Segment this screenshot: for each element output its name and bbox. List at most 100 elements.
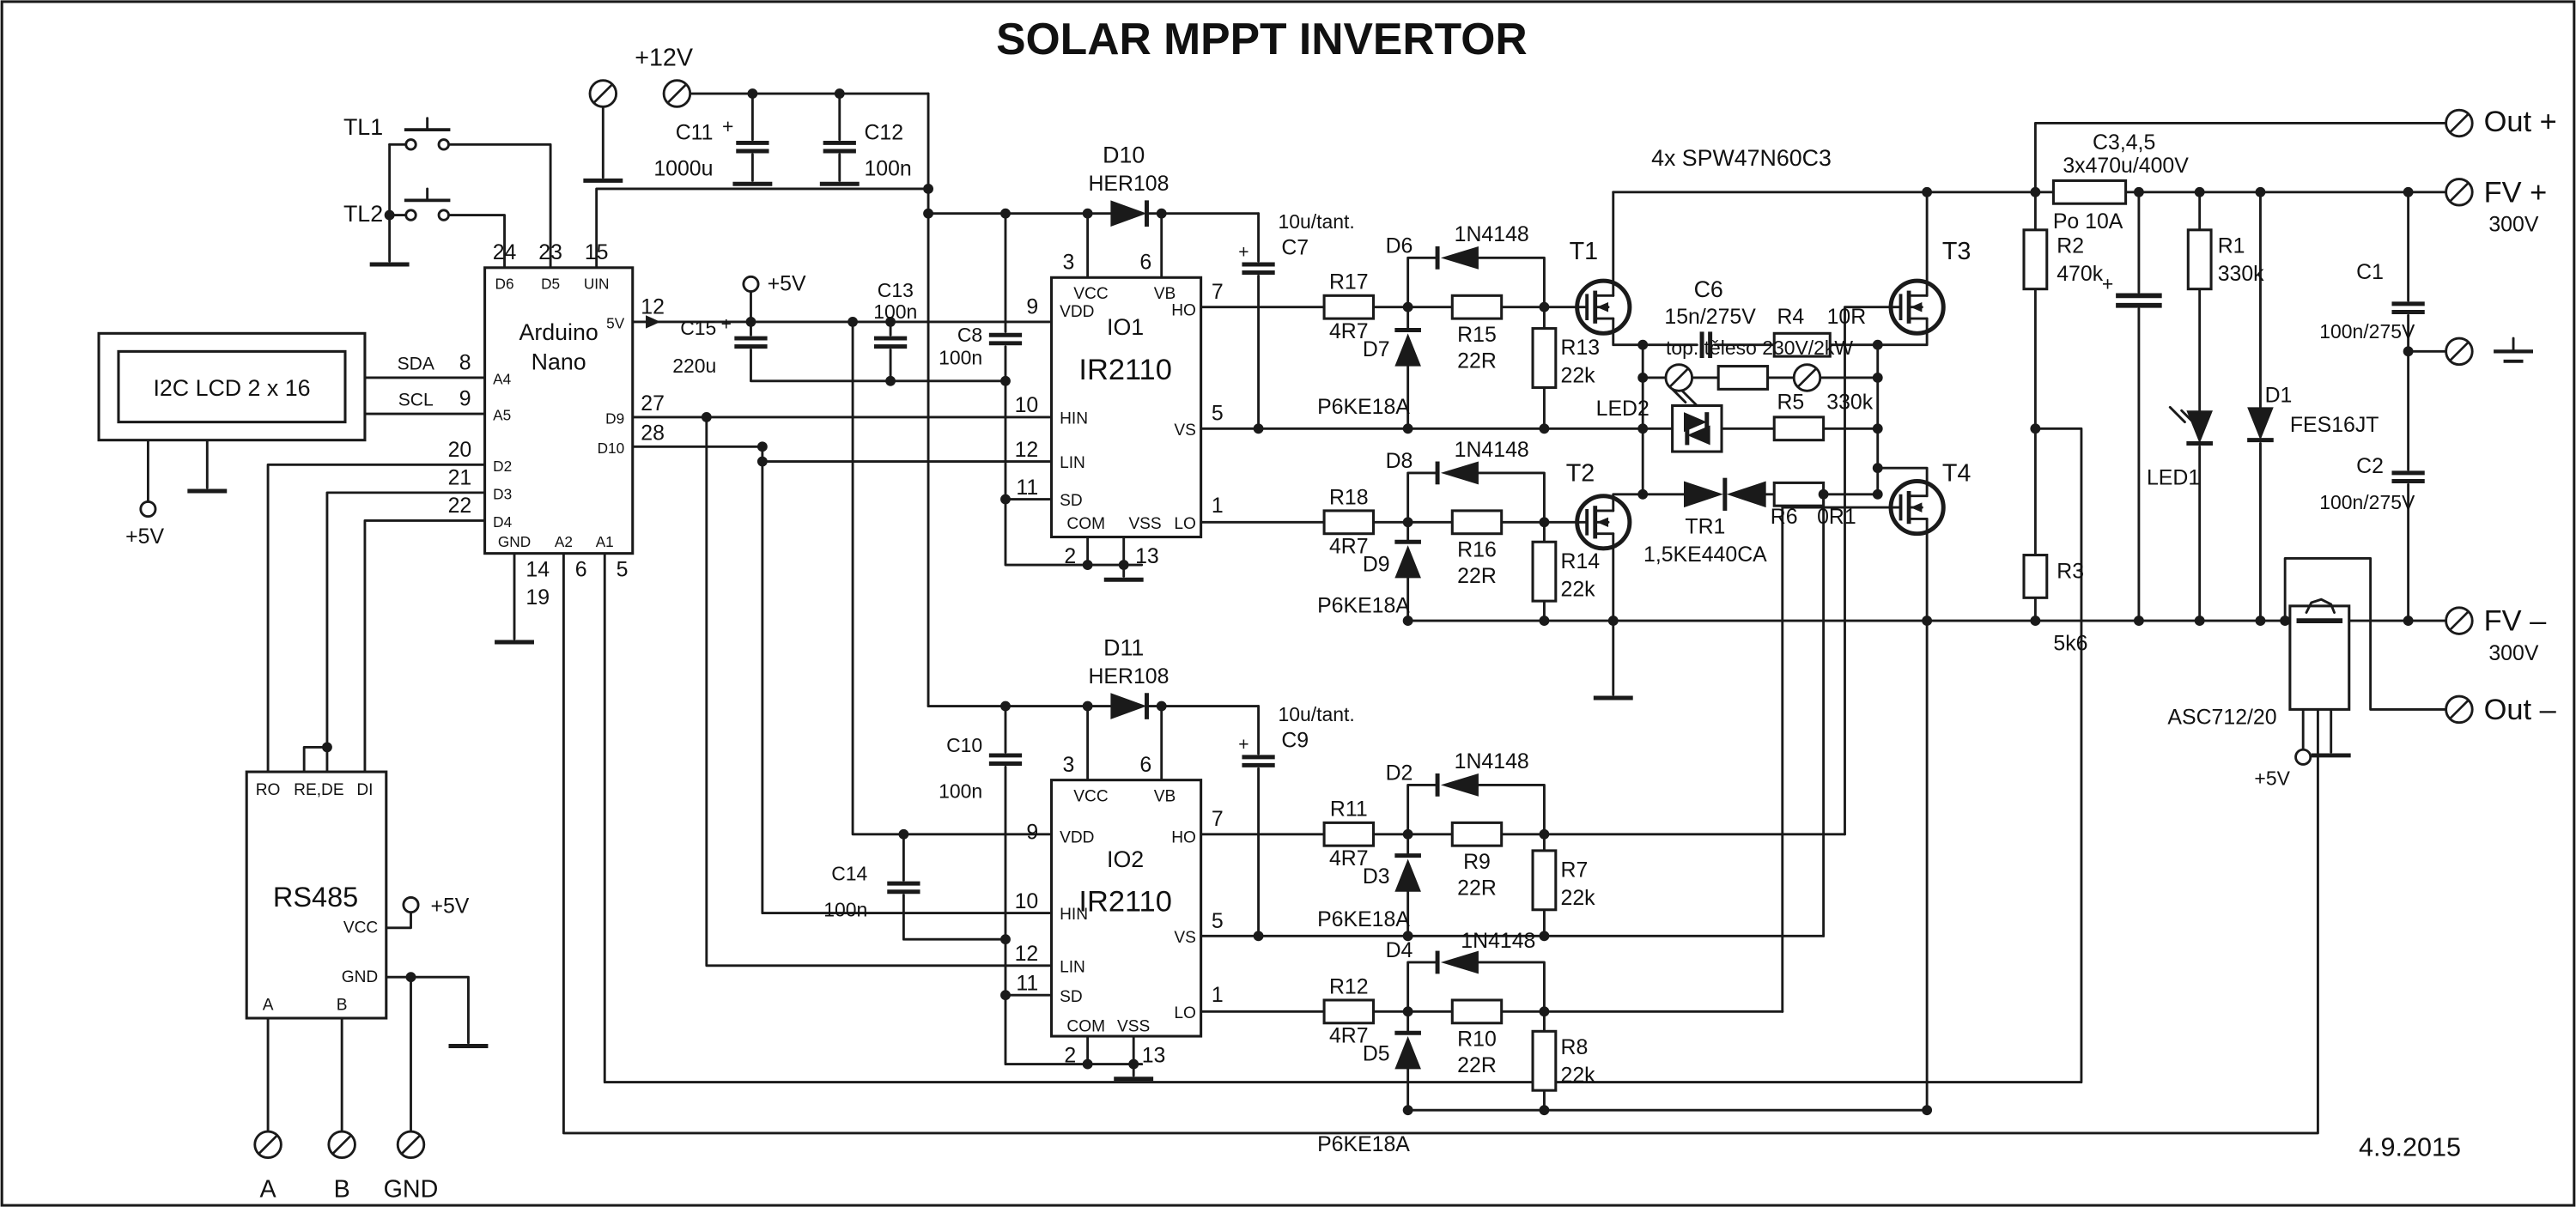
text-label: 100n/275V [2319, 491, 2415, 513]
component-box [1322, 821, 1376, 847]
text-label: R14 [1561, 549, 1601, 573]
symbol-triangle [1684, 481, 1723, 508]
text-label: LIN [1060, 958, 1085, 976]
text-label: UIN [584, 276, 610, 293]
wire [1844, 306, 1893, 836]
text-label: D9 [1363, 553, 1390, 577]
component-box [1671, 403, 1723, 453]
text-label: LED1 [2147, 465, 2200, 489]
text-label: IR2110 [1078, 886, 1171, 919]
text-label: 1N4148 [1455, 749, 1529, 773]
text-label: R6 [1771, 505, 1798, 529]
text-label: D3 [493, 486, 512, 503]
wire [1477, 961, 1546, 1013]
text-label: 1000u [653, 157, 713, 181]
junction-dot [1922, 186, 1933, 197]
mosfet-body [1888, 479, 1946, 537]
text-label: 100n [939, 780, 982, 803]
text-label: 100n [939, 347, 982, 369]
text-label: C12 [864, 121, 903, 145]
wire [1612, 493, 1644, 513]
symbol-triangle [1394, 333, 1421, 367]
junction-dot [1539, 1006, 1550, 1017]
text-label: D5 [541, 276, 560, 293]
text-label: 12 [641, 294, 665, 318]
text-label: 19 [526, 585, 550, 610]
junction-dot [1402, 1105, 1413, 1116]
terminal-slash [257, 1134, 279, 1155]
text-label: C2 [2356, 454, 2384, 478]
text-label: 10 [1015, 393, 1039, 417]
text-label: GND [384, 1176, 439, 1204]
text-label: GND [342, 968, 378, 986]
text-label: 22R [1457, 349, 1497, 373]
text-label: VDD [1060, 828, 1094, 846]
component-box [2186, 228, 2213, 291]
junction-dot [322, 742, 332, 753]
wire [902, 894, 1007, 941]
symbol-triangle [1394, 545, 1421, 579]
text-label: 3 [1062, 753, 1074, 777]
text-label: D1 [2265, 384, 2293, 408]
junction-dot [1000, 990, 1011, 1001]
text-label: HO [1171, 301, 1196, 319]
text-label: D6 [495, 276, 514, 293]
junction-dot [1872, 423, 1883, 434]
terminal-slash [1796, 367, 1818, 389]
text-label: D2 [493, 458, 512, 475]
text-label: VS [1174, 929, 1196, 947]
junction-dot [1922, 616, 1933, 627]
junction-dot [2403, 186, 2414, 197]
text-label: 15 [585, 240, 609, 264]
text-label: 3x470u/400V [2063, 154, 2189, 178]
component-box [1531, 1029, 1558, 1092]
terminal-slash [2448, 610, 2470, 632]
junction-dot [2255, 616, 2266, 627]
junction-dot [848, 317, 859, 327]
text-label: C7 [1281, 236, 1309, 260]
text-label: 2 [1064, 544, 1076, 568]
text-label: R10 [1457, 1028, 1497, 1052]
text-label: 22 [448, 494, 472, 518]
symbol-triangle [1910, 301, 1923, 312]
text-label: C11 [676, 121, 714, 145]
text-label: C13 [878, 279, 914, 301]
text-label: 6 [1139, 251, 1151, 275]
text-label: C10 [946, 734, 982, 756]
text-label: RS485 [273, 882, 358, 913]
junction-dot [1253, 423, 1264, 434]
text-label: 1N4148 [1461, 929, 1535, 953]
junction-dot [1156, 701, 1167, 712]
component-box [1772, 331, 1832, 358]
text-label: 4R7 [1329, 846, 1369, 870]
terminal-slash [666, 82, 688, 105]
text-label: LIN [1060, 454, 1085, 472]
junction-dot [1539, 301, 1550, 312]
junction-dot [2030, 423, 2041, 434]
junction-dot [1000, 934, 1011, 945]
text-label: R5 [1777, 390, 1804, 414]
text-label: A1 [596, 533, 614, 550]
text-label: A [260, 1176, 277, 1204]
text-label: R9 [1463, 850, 1491, 874]
text-label: R18 [1329, 485, 1369, 509]
wire [1781, 506, 1893, 1013]
junction-dot [1539, 423, 1550, 434]
component-box [2022, 228, 2049, 291]
text-label: + [1238, 735, 1249, 755]
mosfet-body [1575, 494, 1632, 551]
junction-dot [1402, 517, 1413, 528]
junction-dot [1402, 1006, 1413, 1017]
text-label: 22R [1457, 1053, 1497, 1077]
text-label: 300V [2488, 641, 2538, 665]
terminal-slash [2448, 699, 2470, 720]
wire [1477, 256, 1546, 309]
junction-dot [1082, 701, 1093, 712]
text-label: 12 [1015, 942, 1039, 966]
text-label: + [722, 115, 733, 137]
pin-circle [404, 209, 417, 221]
junction-dot [2030, 616, 2041, 627]
wire [595, 187, 930, 270]
text-label: top. těleso 230V/2kW [1666, 337, 1853, 359]
